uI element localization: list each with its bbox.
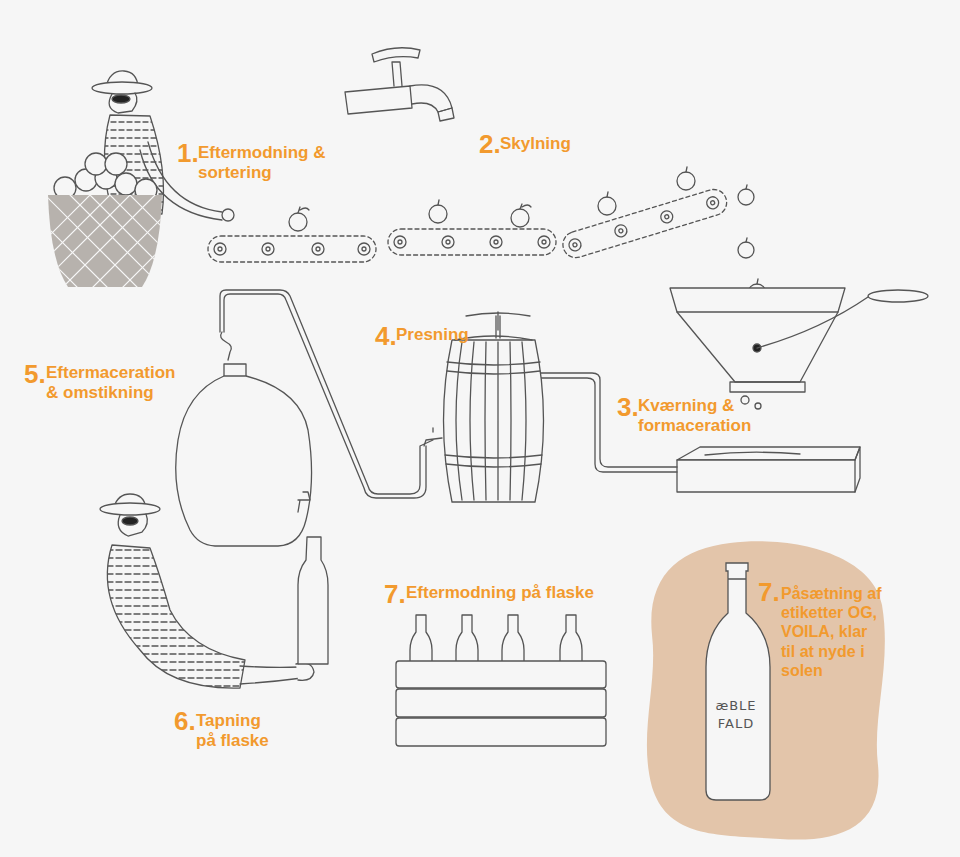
blob-fill <box>647 541 885 839</box>
step-label: Eftermodning & sortering <box>198 143 328 182</box>
step-label: Eftermodning på flaske <box>406 583 594 603</box>
step-label: Tapning på flaske <box>196 711 281 750</box>
callout-number: 4. <box>375 322 397 352</box>
callout-number: 2. <box>479 130 501 160</box>
step-label: Presning <box>396 325 469 345</box>
callout-number: 1. <box>177 139 199 169</box>
label-blob: 7.Påsætning af etiketter OG, VOILA, klar… <box>640 535 892 847</box>
step-label: Eftermaceration & omstikning <box>46 363 186 402</box>
step-label: Skylning <box>500 134 571 154</box>
callout-number: 3. <box>617 393 639 423</box>
callout-number: 5. <box>24 360 46 390</box>
callout-number: 7. <box>384 580 406 610</box>
callout-number: 6. <box>174 707 196 737</box>
callout-number: 7. <box>758 577 780 608</box>
step-label: Kværning & formaceration <box>638 396 808 435</box>
step-label: Påsætning af etiketter OG, VOILA, klar t… <box>781 584 883 680</box>
bottle-label: æBLE FALD <box>708 697 764 733</box>
